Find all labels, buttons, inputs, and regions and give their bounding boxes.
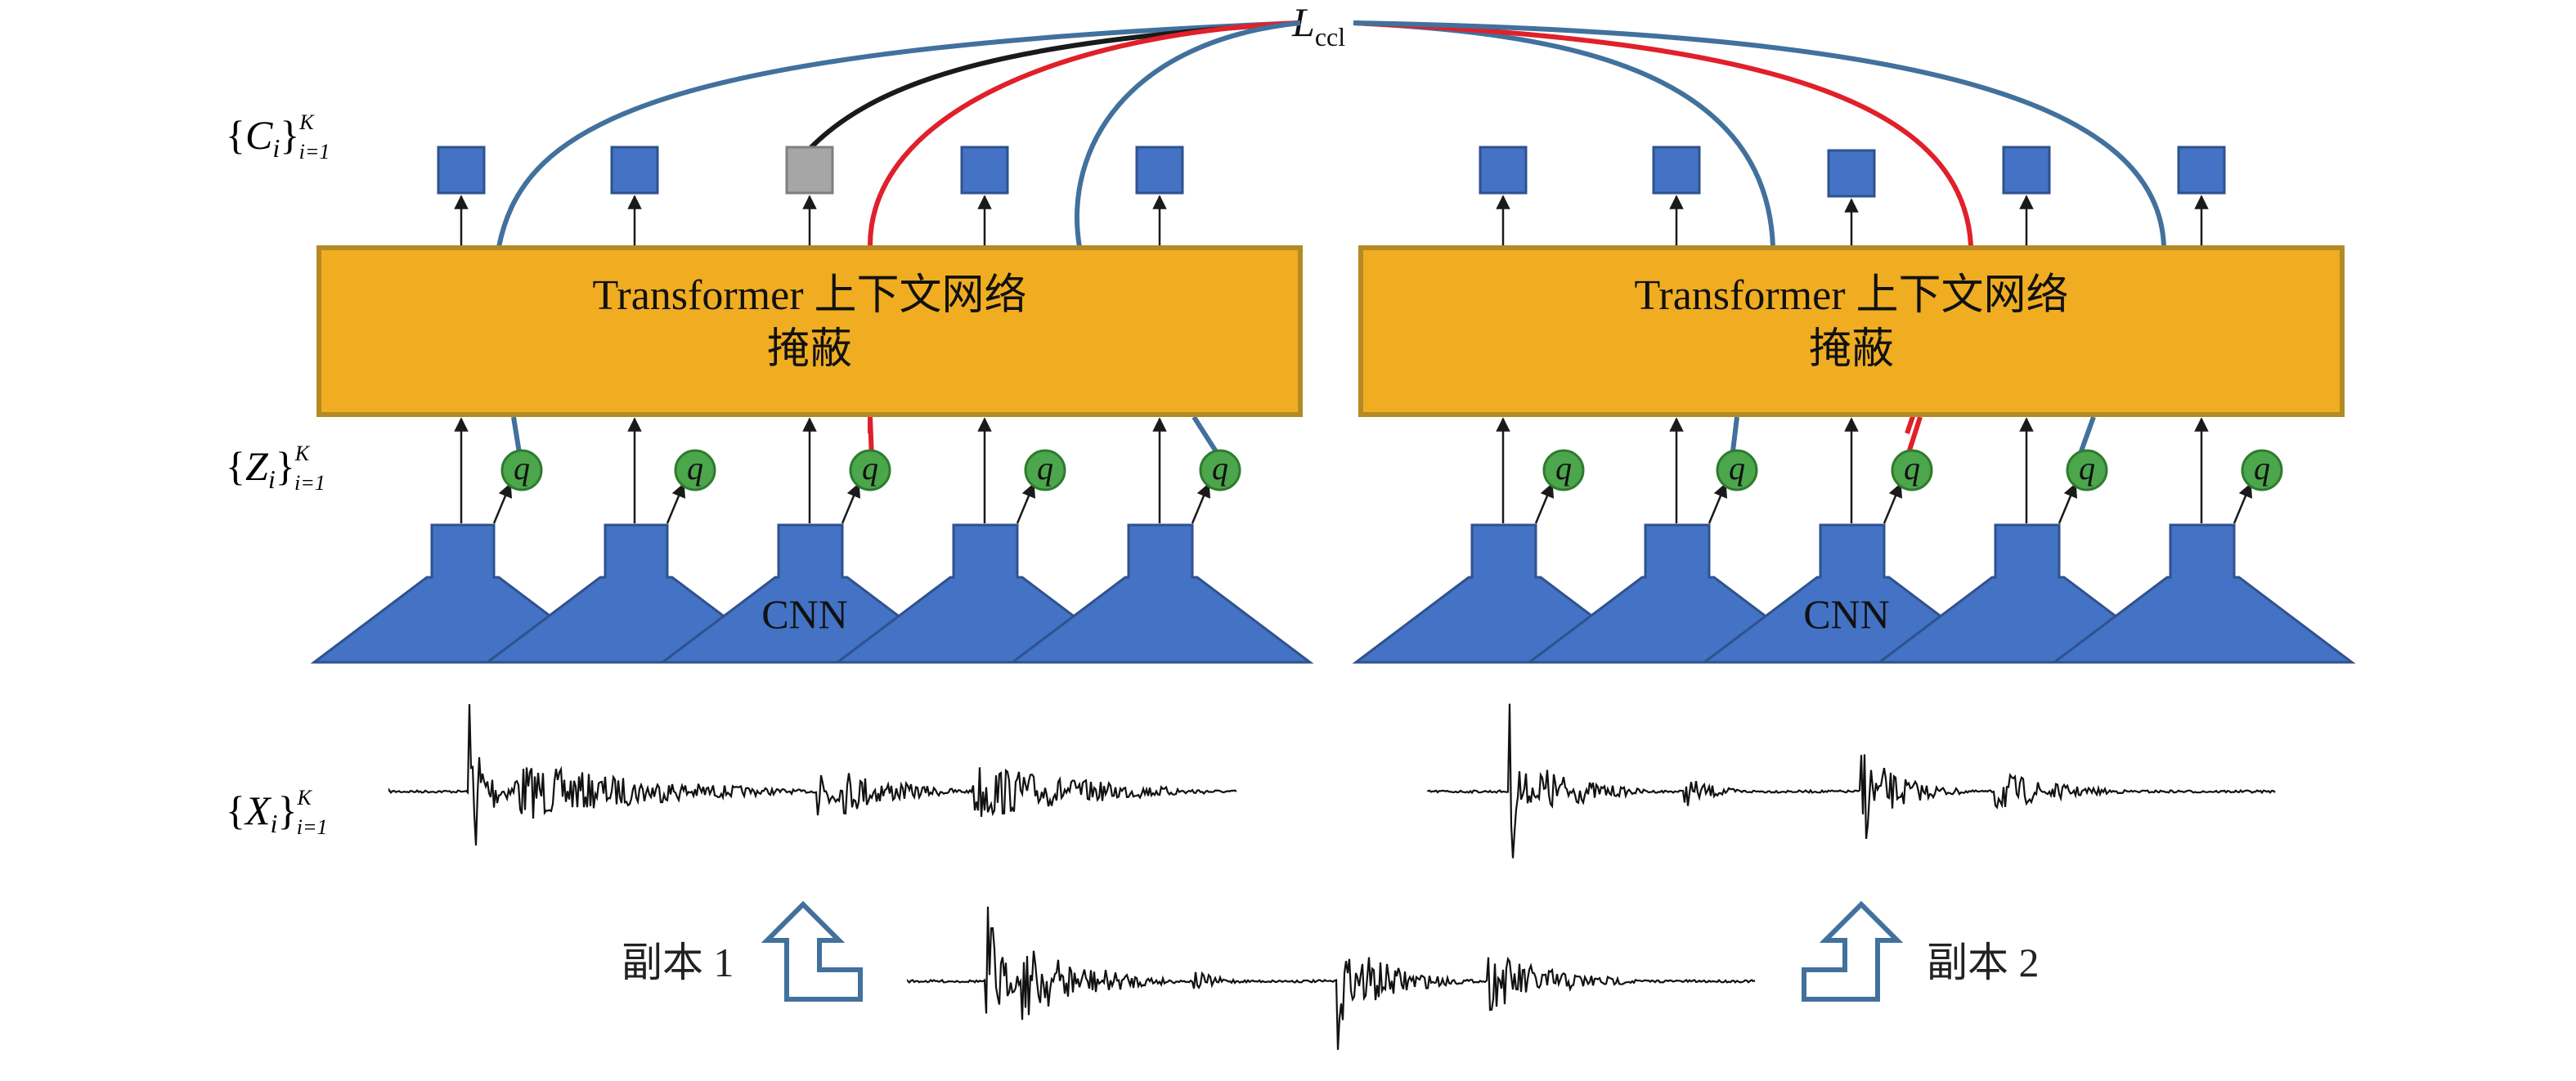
context-block [1135,146,1184,195]
quantizer-label: q [1555,450,1572,487]
waveform-trace [388,704,1237,846]
loss-connections [496,20,2166,434]
transformer-block [1358,245,2345,417]
context-vectors [437,146,1184,195]
negative-link [1353,20,2166,248]
augmentation-arrow-right-icon [1802,900,1904,1002]
negative-link [496,20,1301,248]
positive-link [868,20,1301,433]
quantizers [500,449,1241,491]
quantizer-label: q [2254,450,2270,487]
negative-link [1075,20,1301,248]
svg-text:{Ci}Ki=1: {Ci}Ki=1 [226,110,330,164]
quantizer-label: q [862,450,878,487]
waveform-trace [1426,703,2276,859]
quantizer-node [674,449,716,491]
context-block [437,146,486,195]
quantizer-node [2066,449,2108,491]
context-block [1827,149,1876,198]
quantizers [1542,449,2283,491]
copy-1-label: 副本 1 [622,940,734,985]
quantizer-node [500,449,543,491]
negative-link [1353,20,1775,248]
copy-2-label: 副本 2 [1927,940,2040,985]
waveform-copy-1 [388,704,1237,846]
quantizer-links [511,415,2096,460]
context-block [610,146,659,195]
context-block [2177,146,2226,195]
quantizer-node [1542,449,1585,491]
cnn-encoder [1352,523,2356,664]
waveform-trace [906,906,1756,1050]
quantizer-label: q [1037,450,1053,487]
quantizer-label: q [1729,450,1745,487]
svg-text:{Zi}Ki=1: {Zi}Ki=1 [226,442,325,495]
cnn-label: CNN [1803,591,1890,637]
quantizer-node [849,449,891,491]
transformer-title: Transformer 上下文网络 [592,272,1026,319]
waveform-copy-2 [1426,703,2276,859]
transformer-mask-label: 掩蔽 [1809,326,1894,373]
context-block [2002,146,2051,195]
context-vectors [1479,146,2226,198]
waveform-original [906,906,1756,1050]
transformer-mask-label: 掩蔽 [767,326,852,373]
svg-text:{Xi}Ki=1: {Xi}Ki=1 [226,786,328,839]
quantizer-label: q [1904,450,1920,487]
positive-link [1353,20,1974,434]
context-block [1652,146,1701,195]
cnn-encoder [310,523,1314,664]
quantizer-label: q [1212,450,1228,487]
quantizer-node [1024,449,1066,491]
context-block [960,146,1009,195]
cnn-label: CNN [761,591,848,637]
quantizer-node [1199,449,1241,491]
quantizer-node [1716,449,1758,491]
context-block [1479,146,1528,195]
transformer-block [316,245,1303,417]
quantizer-label: q [2079,450,2095,487]
masked-context-block [785,146,834,195]
left-panel: Transformer 上下文网络 掩蔽 q q [310,146,1314,664]
masked-context-link [807,20,1301,151]
transformer-title: Transformer 上下文网络 [1634,272,2068,319]
augmentation-arrow-left-icon [761,900,863,1002]
quantizer-node [2241,449,2283,491]
loss-label: Lccl [1291,0,1345,52]
quantizer-label: q [687,450,703,487]
quantizer-label: q [514,450,530,487]
quantizer-node [1891,449,1933,491]
right-panel: Transformer 上下文网络 掩蔽 q q q q [1352,146,2356,664]
